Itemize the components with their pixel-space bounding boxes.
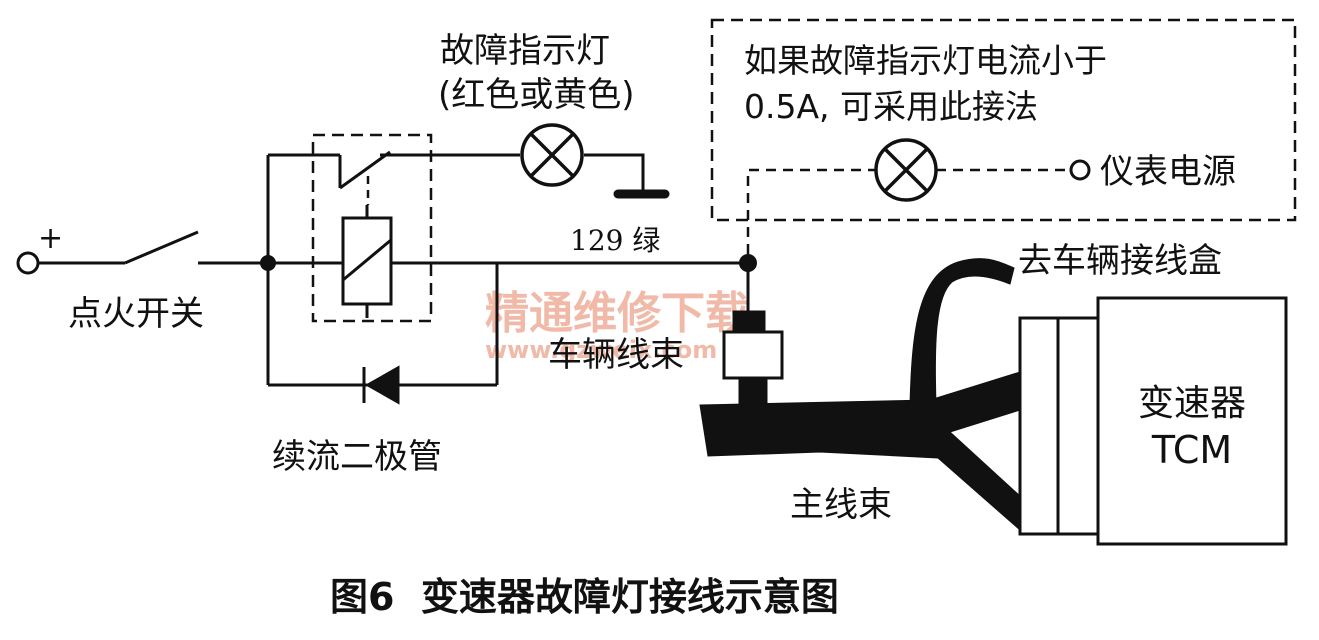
figure-caption: 图6 变速器故障灯接线示意图 [330,575,839,619]
fault-lamp-symbol [520,123,584,187]
alt-connection-box [710,18,1297,222]
wire-label: 129 绿 [570,224,660,257]
instrument-power-terminal [1069,159,1091,181]
relay-coil [341,205,393,318]
tcm-label-line2: TCM [1151,428,1232,472]
alt-dashed-wire [746,168,1072,254]
relay-contact [338,150,391,190]
alt-lamp-symbol [874,138,938,202]
ignition-switch-label: 点火开关 [68,294,204,334]
diode-label: 续流二极管 [272,437,442,477]
tcm-connector [1018,316,1100,536]
note-line-2: 0.5A, 可采用此接法 [744,87,1038,126]
diode-symbol [362,365,400,405]
main-harness-label: 主线束 [790,485,892,525]
tcm-box [1096,296,1288,546]
fault-lamp-label: 故障指示灯 [440,31,610,71]
tcm-label-line1: 变速器 [1138,383,1246,424]
instrument-power-label: 仪表电源 [1100,152,1236,192]
to-junction-box-label: 去车辆接线盒 [1018,241,1222,281]
ignition-switch-symbol [38,230,268,265]
watermark-text: 精通维修下载 [485,288,749,339]
relay-box [311,133,433,323]
junction-dot-left [260,255,276,271]
vehicle-harness-label: 车辆线束 [548,335,684,375]
watermark-url: www.gzweix.com [485,336,717,364]
note-line-1: 如果故障指示灯电流小于 [744,41,1107,80]
battery-terminal [16,251,40,275]
plus-label: + [38,221,63,256]
harness-connector [722,310,784,410]
lamp-color-label: (红色或黄色) [438,75,635,115]
